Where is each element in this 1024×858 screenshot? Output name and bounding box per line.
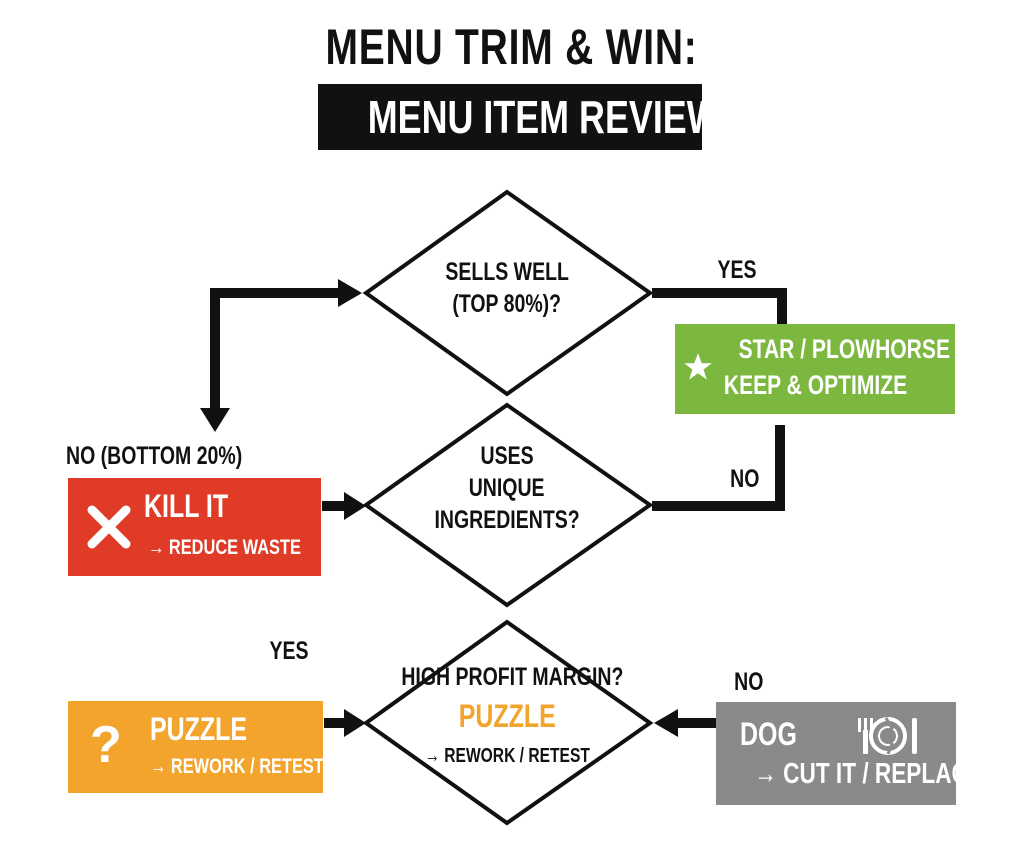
puzzle-sub: → REWORK / RETEST (150, 755, 324, 778)
arrowhead-down-to-kill (200, 408, 230, 432)
arrowhead-to-unique (344, 492, 366, 520)
decision-action-rework: → REWORK / RETEST (424, 745, 590, 767)
outcome-dog: DOG → CUT IT / REPLACE (716, 702, 983, 805)
arrowhead-to-high-profit-left (344, 709, 366, 737)
outcome-puzzle: ? PUZZLE → REWORK / RETEST (68, 701, 324, 793)
dog-main: DOG (740, 716, 797, 752)
kill-sub: → REDUCE WASTE (148, 536, 301, 559)
flow-label-no-right: NO (730, 465, 760, 493)
decision-diamond-unique-ingredients (362, 402, 654, 608)
decision-label-high-profit: HIGH PROFIT MARGIN? (400, 663, 624, 691)
x-icon (87, 505, 131, 549)
star-icon (684, 353, 712, 380)
flow-label-yes-left: YES (269, 637, 309, 665)
connector-right-yes (652, 288, 787, 324)
subtitle-banner: MENU ITEM REVIEW (318, 84, 721, 150)
flow-label-yes-top: YES (717, 256, 757, 284)
connector-right-no (652, 425, 785, 511)
arrowhead-to-sells-well (338, 279, 362, 307)
decision-label-unique-ingredients: USES UNIQUE INGREDIENTS? (434, 442, 580, 534)
connector-left-loop (210, 288, 340, 408)
flow-label-no-bottom-20: NO (BOTTOM 20%) (66, 442, 243, 470)
puzzle-main: PUZZLE (150, 711, 248, 747)
decision-answer-puzzle: PUZZLE (458, 698, 556, 734)
decision-diamond-high-profit (362, 619, 654, 826)
broken-plate-cutlery-icon (858, 717, 917, 755)
page-title: MENU TRIM & WIN: (325, 19, 699, 75)
outcome-kill-it: KILL IT → REDUCE WASTE (68, 478, 321, 576)
star-line1: STAR / PLOWHORSE → (738, 334, 977, 364)
star-line2: KEEP & OPTIMIZE (724, 370, 908, 400)
outcome-star-plowhorse: STAR / PLOWHORSE → KEEP & OPTIMIZE (675, 324, 977, 414)
kill-main: KILL IT (144, 488, 229, 524)
decision-diamond-sells-well (362, 189, 654, 397)
question-mark-icon: ? (90, 716, 122, 774)
arrowhead-to-high-profit-right (654, 709, 678, 737)
dog-sub: → CUT IT / REPLACE (754, 758, 983, 790)
decision-label-sells-well: SELLS WELL (TOP 80%)? (445, 258, 569, 318)
flow-label-no-dog: NO (734, 668, 764, 696)
